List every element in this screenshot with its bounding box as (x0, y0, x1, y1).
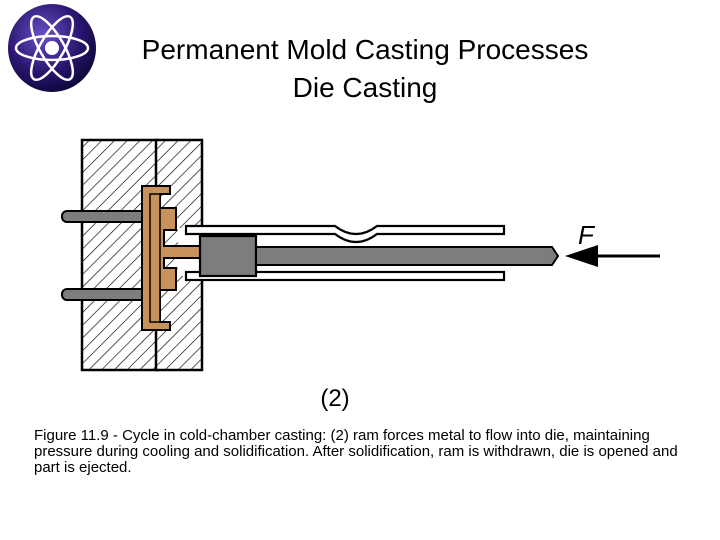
shot-sleeve (184, 224, 506, 282)
page-subtitle: Die Casting (292, 72, 438, 103)
ram (198, 234, 560, 278)
ejector-pin-upper (61, 210, 149, 223)
figure-caption: Figure 11.9 ‑ Cycle in cold-chamber cast… (34, 427, 678, 476)
force-label: F (578, 220, 596, 250)
step-label: (2) (320, 385, 350, 412)
page-title: Permanent Mold Casting Processes (141, 34, 589, 65)
force-arrow (565, 245, 660, 267)
cold-chamber-die-casting-diagram: F (61, 138, 660, 372)
atom-icon (8, 4, 96, 92)
ejector-pin-lower (61, 288, 149, 301)
